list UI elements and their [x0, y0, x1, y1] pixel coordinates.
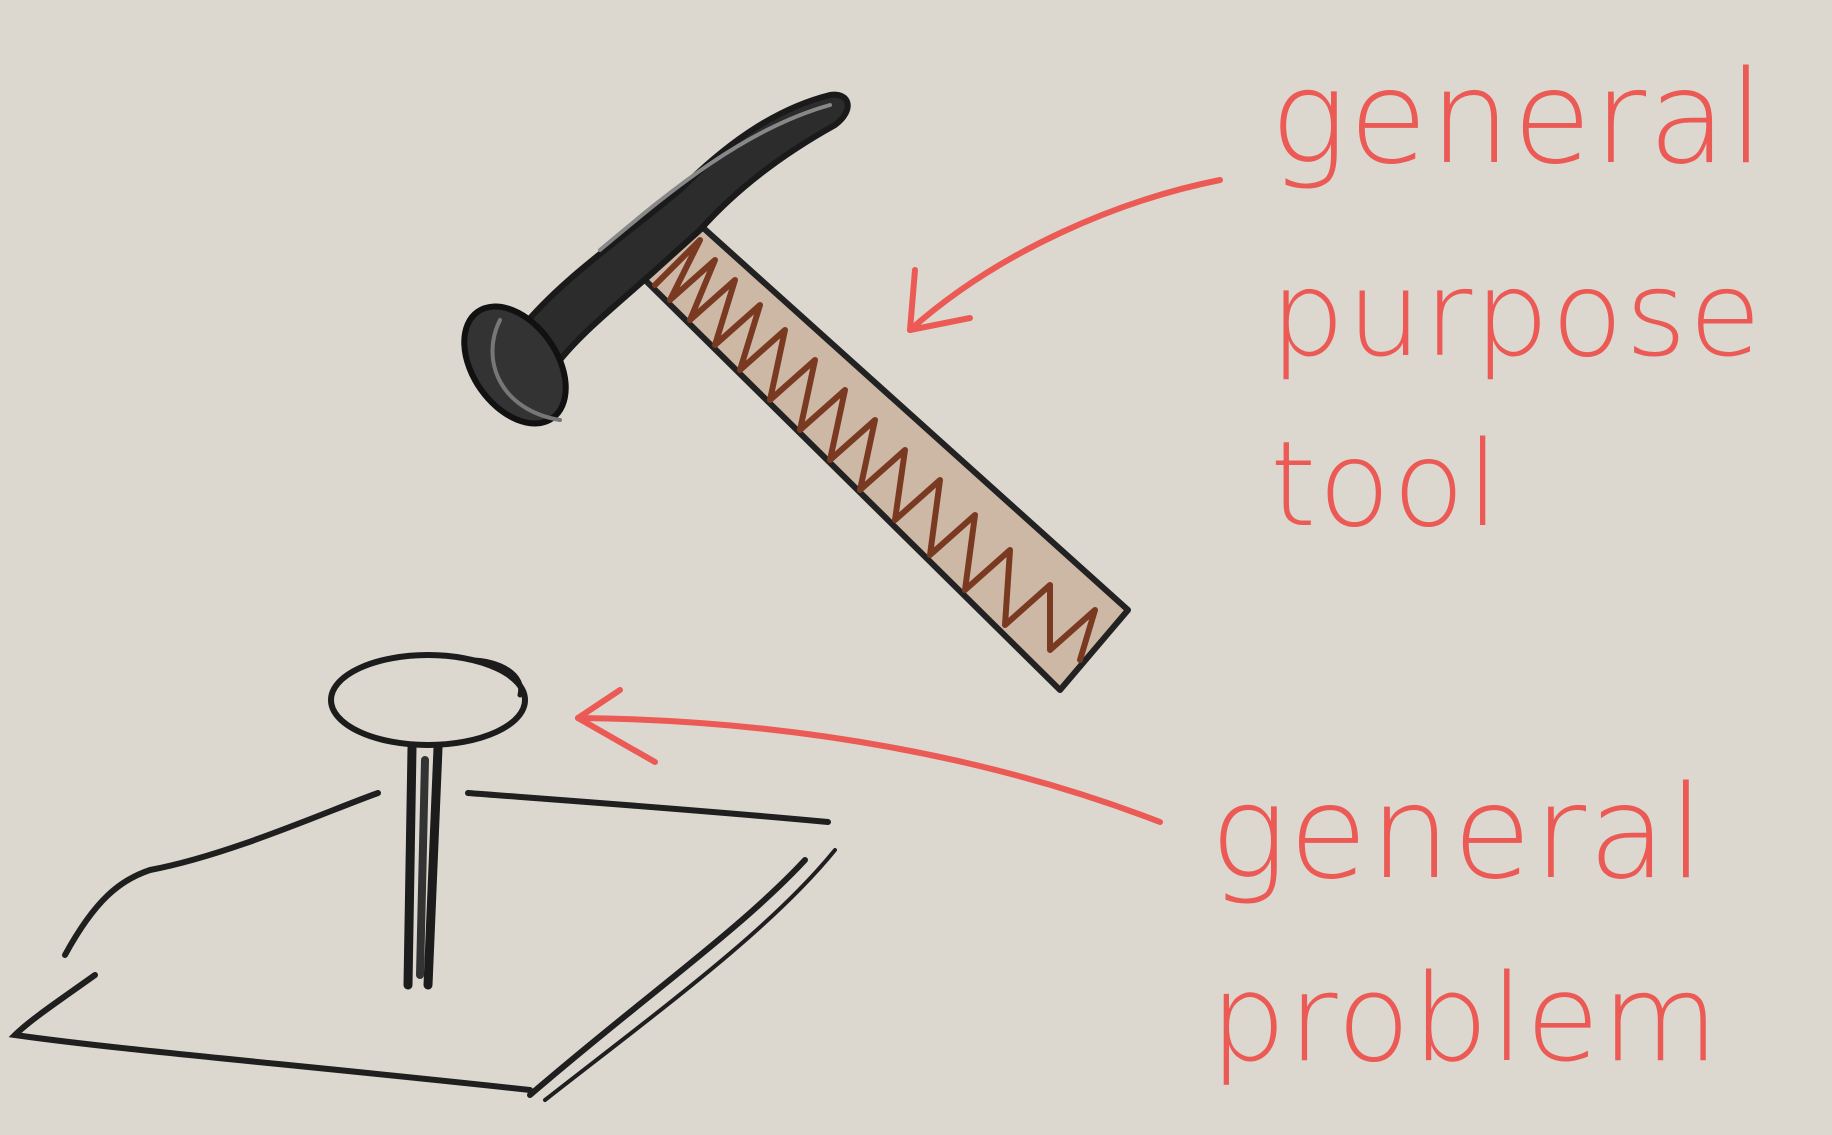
- label-general-1: general: [1270, 55, 1766, 183]
- label-problem: problem: [1210, 960, 1721, 1080]
- label-tool: tool: [1270, 425, 1501, 543]
- label-general-2: general: [1210, 770, 1706, 898]
- label-purpose: purpose: [1270, 255, 1763, 373]
- nail-shaft-fill: [420, 760, 425, 975]
- nail-shaft: [408, 748, 412, 985]
